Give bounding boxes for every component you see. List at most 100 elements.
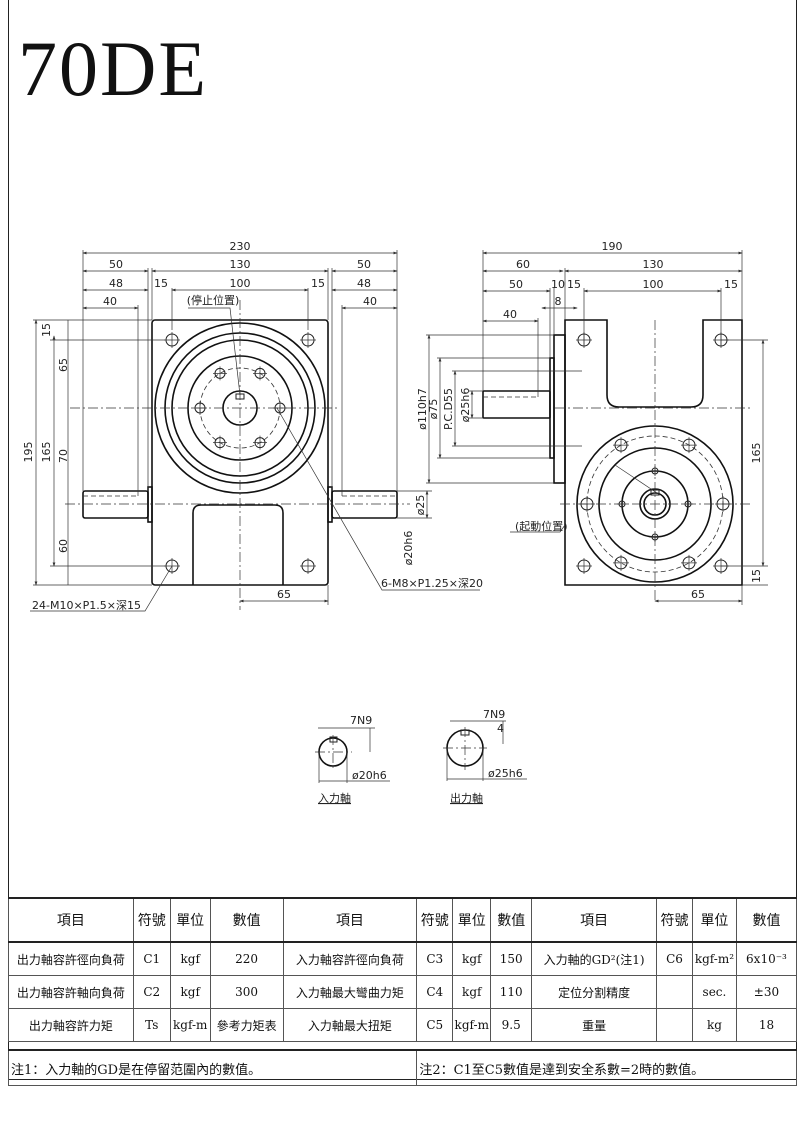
table-cell: kgf [169, 975, 211, 1009]
dim: 15 [750, 569, 763, 583]
key-depth: 4 [497, 722, 504, 735]
note-1: 注1：入力軸的GD是在停留范圍內的數值。 [7, 1049, 418, 1086]
dim: ø20h6 [402, 531, 415, 566]
table-cell: kgf [452, 941, 492, 976]
side-dimensions: 190 60 130 50 10 15 100 15 8 40 ø110h7 ø… [416, 240, 768, 605]
dim: 65 [691, 588, 705, 601]
spacer [8, 1041, 797, 1051]
table-cell: 出力軸容許徑向負荷 [8, 941, 134, 976]
table-cell: 300 [209, 975, 284, 1009]
table-cell [656, 975, 693, 1009]
dim: 40 [363, 295, 377, 308]
table-cell: 參考力矩表 [209, 1008, 284, 1042]
table-cell: sec. [691, 975, 737, 1009]
dim: ø25 [414, 495, 427, 516]
dim: 65 [57, 358, 70, 372]
table-cell: C5 [416, 1008, 454, 1042]
header-cell: 數值 [209, 897, 284, 943]
tap-holes-callout: 24-M10×P1.5×深15 [32, 599, 141, 612]
header-cell: 單位 [691, 897, 737, 943]
dim: P.C.D55 [442, 388, 455, 430]
dim: 230 [230, 240, 251, 253]
header-cell: 項目 [531, 897, 658, 943]
table-cell: 220 [209, 941, 284, 976]
key-label: 7N9 [350, 714, 372, 727]
dim: 130 [230, 258, 251, 271]
table-cell: 重量 [531, 1008, 658, 1042]
table-cell: 110 [490, 975, 533, 1009]
input-shaft-label: 入力軸 [318, 791, 351, 805]
header-cell: 單位 [452, 897, 492, 943]
table-cell: 18 [735, 1008, 798, 1042]
header-cell: 項目 [8, 897, 134, 943]
dim: 15 [40, 323, 53, 337]
dim: 60 [57, 539, 70, 553]
dim: ø25h6 [459, 388, 472, 423]
dim: 65 [277, 588, 291, 601]
bolt-holes-callout: 6-M8×P1.25×深20 [381, 577, 483, 590]
shaft-diameter: ø25h6 [488, 767, 523, 780]
table-cell: 出力軸容許力矩 [8, 1008, 134, 1042]
dim: 165 [750, 443, 763, 464]
output-shaft-label: 出力軸 [450, 791, 483, 805]
table-cell: C4 [416, 975, 454, 1009]
dim: 190 [602, 240, 623, 253]
table-cell: 150 [490, 941, 533, 976]
table-cell: kgf [452, 975, 492, 1009]
dim: ø110h7 [416, 388, 429, 430]
dim: 15 [724, 278, 738, 291]
dim: 50 [509, 278, 523, 291]
spec-table: 項目 符號 單位 數值 項目 符號 單位 數值 項目 符號 單位 數值 出力軸容… [7, 897, 798, 1086]
table-cell: ±30 [735, 975, 798, 1009]
table-cell: kg [691, 1008, 737, 1042]
dim: 40 [103, 295, 117, 308]
header-cell: 數值 [490, 897, 533, 943]
front-dimensions: 230 50 130 50 48 15 100 15 48 40 40 (停止位… [22, 240, 483, 612]
table-cell: kgf-m² [691, 941, 737, 976]
notes-row: 注1：入力軸的GD是在停留范圍內的數值。 注2：C1至C5數值是達到安全系數=2… [7, 1049, 797, 1086]
technical-drawing: 230 50 130 50 48 15 100 15 48 40 40 (停止位… [22, 240, 768, 805]
shaft-diameter: ø20h6 [352, 769, 387, 782]
table-cell: C3 [416, 941, 454, 976]
table-cell: kgf-m [452, 1008, 492, 1042]
side-view: (起動位置) [482, 319, 750, 600]
input-shaft-keyway: 7N9 ø20h6 入力軸 [315, 714, 390, 805]
table-cell: 入力軸的GD²(注1) [531, 941, 658, 976]
dim: 195 [22, 442, 35, 463]
stop-position-label: (停止位置) [187, 293, 240, 307]
table-cell: Ts [132, 1008, 171, 1042]
dim: 50 [109, 258, 123, 271]
table-cell: kgf-m [169, 1008, 211, 1042]
dim: 100 [643, 278, 664, 291]
dim: 60 [516, 258, 530, 271]
output-shaft-keyway: 7N9 4 ø25h6 出力軸 [443, 708, 527, 805]
dim: 10 [551, 278, 565, 291]
dim: 165 [40, 442, 53, 463]
dim: 8 [555, 295, 562, 308]
note-2: 注2：C1至C5數值是達到安全系數=2時的數值。 [416, 1049, 797, 1086]
table-cell: kgf [169, 941, 211, 976]
dim: 50 [357, 258, 371, 271]
table-cell: C6 [656, 941, 693, 976]
table-cell: C2 [132, 975, 171, 1009]
table-cell: 入力軸最大扭矩 [282, 1008, 418, 1042]
table-cell: 定位分割精度 [531, 975, 658, 1009]
table-cell: 9.5 [490, 1008, 533, 1042]
dim: 48 [357, 277, 371, 290]
header-cell: 符號 [416, 897, 454, 943]
header-cell: 數值 [735, 897, 798, 943]
table-cell: C1 [132, 941, 171, 976]
table-cell: 入力軸容許徑向負荷 [282, 941, 418, 976]
dim: 15 [567, 278, 581, 291]
header-cell: 符號 [132, 897, 171, 943]
table-cell: 6x10⁻³ [735, 941, 798, 976]
header-cell: 符號 [656, 897, 693, 943]
start-position-label: (起動位置) [515, 519, 568, 533]
dim: ø75 [427, 399, 440, 420]
dim: 130 [643, 258, 664, 271]
dim: 48 [109, 277, 123, 290]
header-cell: 單位 [169, 897, 211, 943]
dim: 100 [230, 277, 251, 290]
